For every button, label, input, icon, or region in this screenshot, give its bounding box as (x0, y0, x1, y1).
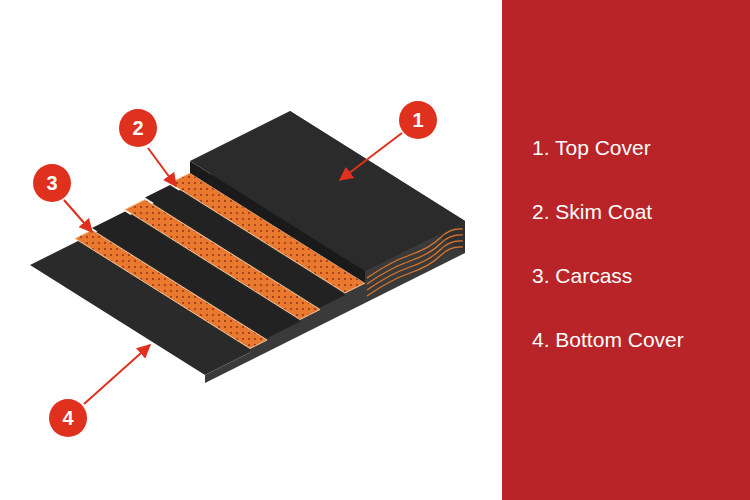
callout-disc (49, 399, 87, 437)
legend-item: 3. Carcass (532, 264, 632, 288)
callout-disc (119, 109, 157, 147)
callout-circle: 4 (48, 398, 88, 438)
legend-panel: 1. Top Cover 2. Skim Coat 3. Carcass 4. Bot… (502, 0, 750, 500)
callout-number: 4 (62, 407, 73, 430)
legend-item: 4. Bottom Cover (532, 328, 684, 352)
legend-item: 1. Top Cover (532, 136, 651, 160)
layer-lines (367, 229, 463, 296)
legend-item: 2. Skim Coat (532, 200, 652, 224)
callout-number: 3 (46, 172, 57, 195)
leader-lines (64, 133, 402, 404)
callout-circle: 2 (118, 108, 158, 148)
callout-number: 1 (412, 109, 423, 132)
callout-circle: 1 (398, 100, 438, 140)
callout-disc (399, 101, 437, 139)
callout-number: 2 (132, 117, 143, 140)
callout-circle: 3 (32, 163, 72, 203)
callout-disc (33, 164, 71, 202)
